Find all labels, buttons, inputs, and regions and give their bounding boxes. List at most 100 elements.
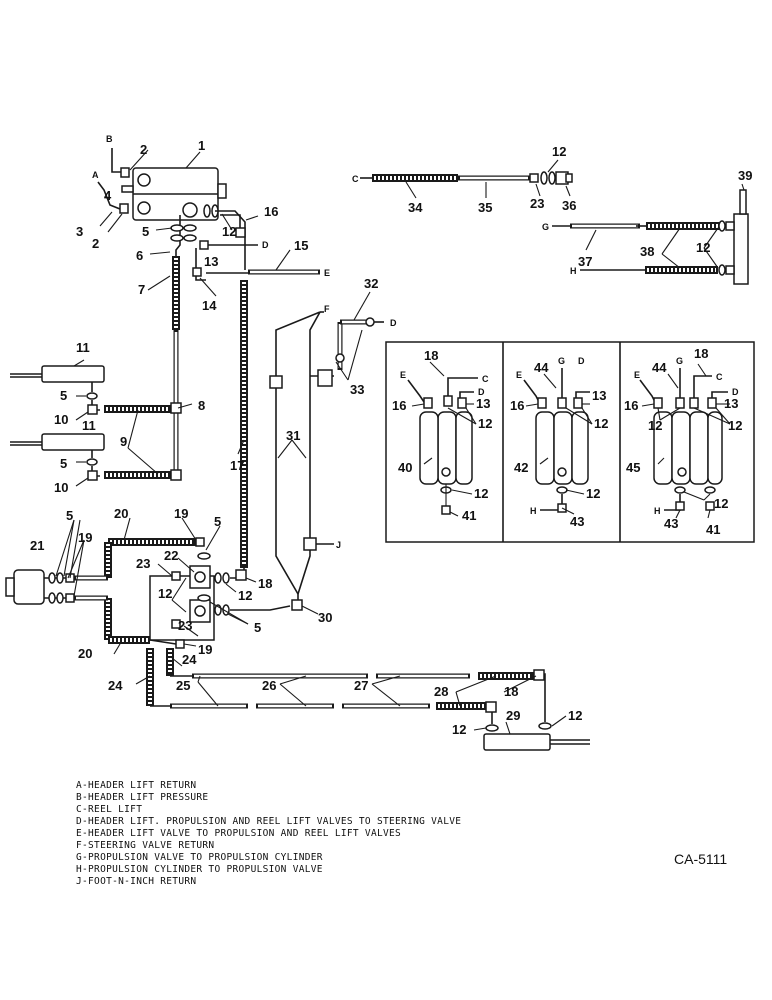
callout-13: 13 (204, 254, 218, 269)
callout-16: 16 (624, 398, 638, 413)
callout-24: 24 (108, 678, 123, 693)
valve-variant-panels (385, 341, 755, 543)
callout-20: 20 (78, 646, 92, 661)
callout-19: 19 (78, 530, 92, 545)
port-letter-c: C (352, 174, 359, 184)
port-letter-e: E (634, 370, 640, 380)
legend: A-HEADER LIFT RETURN B-HEADER LIFT PRESS… (76, 780, 461, 887)
callout-11: 11 (76, 340, 90, 355)
callout-19: 19 (198, 642, 212, 657)
callout-17: 17 (230, 458, 244, 473)
port-letter-c: C (716, 372, 723, 382)
legend-item-h: H-PROPULSION CYLINDER TO PROPULSION VALV… (76, 864, 323, 875)
callout-22: 22 (164, 548, 178, 563)
callout-23: 23 (530, 196, 544, 211)
callout-44: 44 (534, 360, 549, 375)
callout-5: 5 (254, 620, 261, 635)
header-lift-cylinder-upper (10, 365, 105, 383)
callout-12: 12 (714, 496, 728, 511)
callout-12: 12 (158, 586, 172, 601)
port-letter-a: A (92, 170, 99, 180)
callout-25: 25 (176, 678, 190, 693)
port-letter-g: G (676, 356, 683, 366)
callout-18: 18 (424, 348, 438, 363)
legend-item-b: B-HEADER LIFT PRESSURE (76, 792, 208, 803)
callout-13: 13 (724, 396, 738, 411)
callout-32: 32 (364, 276, 378, 291)
port-letters: A B C D E F D J G H E C D E G D H E G C … (92, 134, 739, 550)
callout-7: 7 (138, 282, 145, 297)
legend-item-g: G-PROPULSION VALVE TO PROPULSION CYLINDE… (76, 852, 323, 863)
port-letter-e: E (400, 370, 406, 380)
port-letter-g: G (558, 356, 565, 366)
callout-19: 19 (174, 506, 188, 521)
port-letter-g: G (542, 222, 549, 232)
drawing-code: CA-5111 (674, 851, 727, 867)
callout-5: 5 (214, 514, 221, 529)
legend-item-j: J-FOOT-N-INCH RETURN (76, 876, 196, 887)
callout-16: 16 (264, 204, 278, 219)
callout-31: 31 (286, 428, 300, 443)
leader-lines (55, 149, 745, 735)
port-letter-b: B (106, 134, 113, 144)
port-letter-d: D (262, 240, 269, 250)
callout-9: 9 (120, 434, 127, 449)
callout-41: 41 (706, 522, 720, 537)
pump (5, 569, 108, 605)
port-letter-h: H (570, 266, 577, 276)
callout-30: 30 (318, 610, 332, 625)
port-letter-h: H (530, 506, 537, 516)
callout-12: 12 (478, 416, 492, 431)
callout-20: 20 (114, 506, 128, 521)
callout-18: 18 (258, 576, 272, 591)
port-letter-d: D (578, 356, 585, 366)
port-letter-c: C (482, 374, 489, 384)
callout-35: 35 (478, 200, 492, 215)
callout-36: 36 (562, 198, 576, 213)
callout-5: 5 (60, 456, 67, 471)
port-letter-j: J (336, 540, 341, 550)
callout-18: 18 (694, 346, 708, 361)
port-letter-e: E (516, 370, 522, 380)
callout-13: 13 (476, 396, 490, 411)
header-lift-cylinder-lower (10, 433, 105, 451)
callout-45: 45 (626, 460, 640, 475)
callout-12: 12 (452, 722, 466, 737)
callout-44: 44 (652, 360, 667, 375)
port-letter-h: H (654, 506, 661, 516)
callout-42: 42 (514, 460, 528, 475)
callout-40: 40 (398, 460, 412, 475)
callout-2: 2 (140, 142, 147, 157)
port-letter-e: E (324, 268, 330, 278)
callout-12: 12 (552, 144, 566, 159)
callout-5: 5 (142, 224, 149, 239)
callout-16: 16 (392, 398, 406, 413)
port-letter-d: D (390, 318, 397, 328)
header-lift-valve-assembly (97, 148, 258, 281)
legend-item-c: C-REEL LIFT (76, 804, 142, 815)
callout-33: 33 (350, 382, 364, 397)
callout-12: 12 (594, 416, 608, 431)
callout-23: 23 (136, 556, 150, 571)
callout-23: 23 (178, 618, 192, 633)
callout-21: 21 (30, 538, 44, 553)
callout-43: 43 (570, 514, 584, 529)
port-letter-d: D (478, 387, 485, 397)
callout-37: 37 (578, 254, 592, 269)
callout-12: 12 (474, 486, 488, 501)
callout-10: 10 (54, 412, 68, 427)
callout-39: 39 (738, 168, 752, 183)
callout-24: 24 (182, 652, 197, 667)
callout-3: 3 (76, 224, 83, 239)
callout-2: 2 (92, 236, 99, 251)
callout-29: 29 (506, 708, 520, 723)
callout-12: 12 (728, 418, 742, 433)
callout-16: 16 (510, 398, 524, 413)
callout-43: 43 (664, 516, 678, 531)
port-letter-d: D (732, 387, 739, 397)
legend-item-d: D-HEADER LIFT. PROPULSION AND REEL LIFT … (76, 816, 461, 827)
callout-14: 14 (202, 298, 217, 313)
callout-4: 4 (104, 188, 112, 203)
callout-28: 28 (434, 684, 448, 699)
